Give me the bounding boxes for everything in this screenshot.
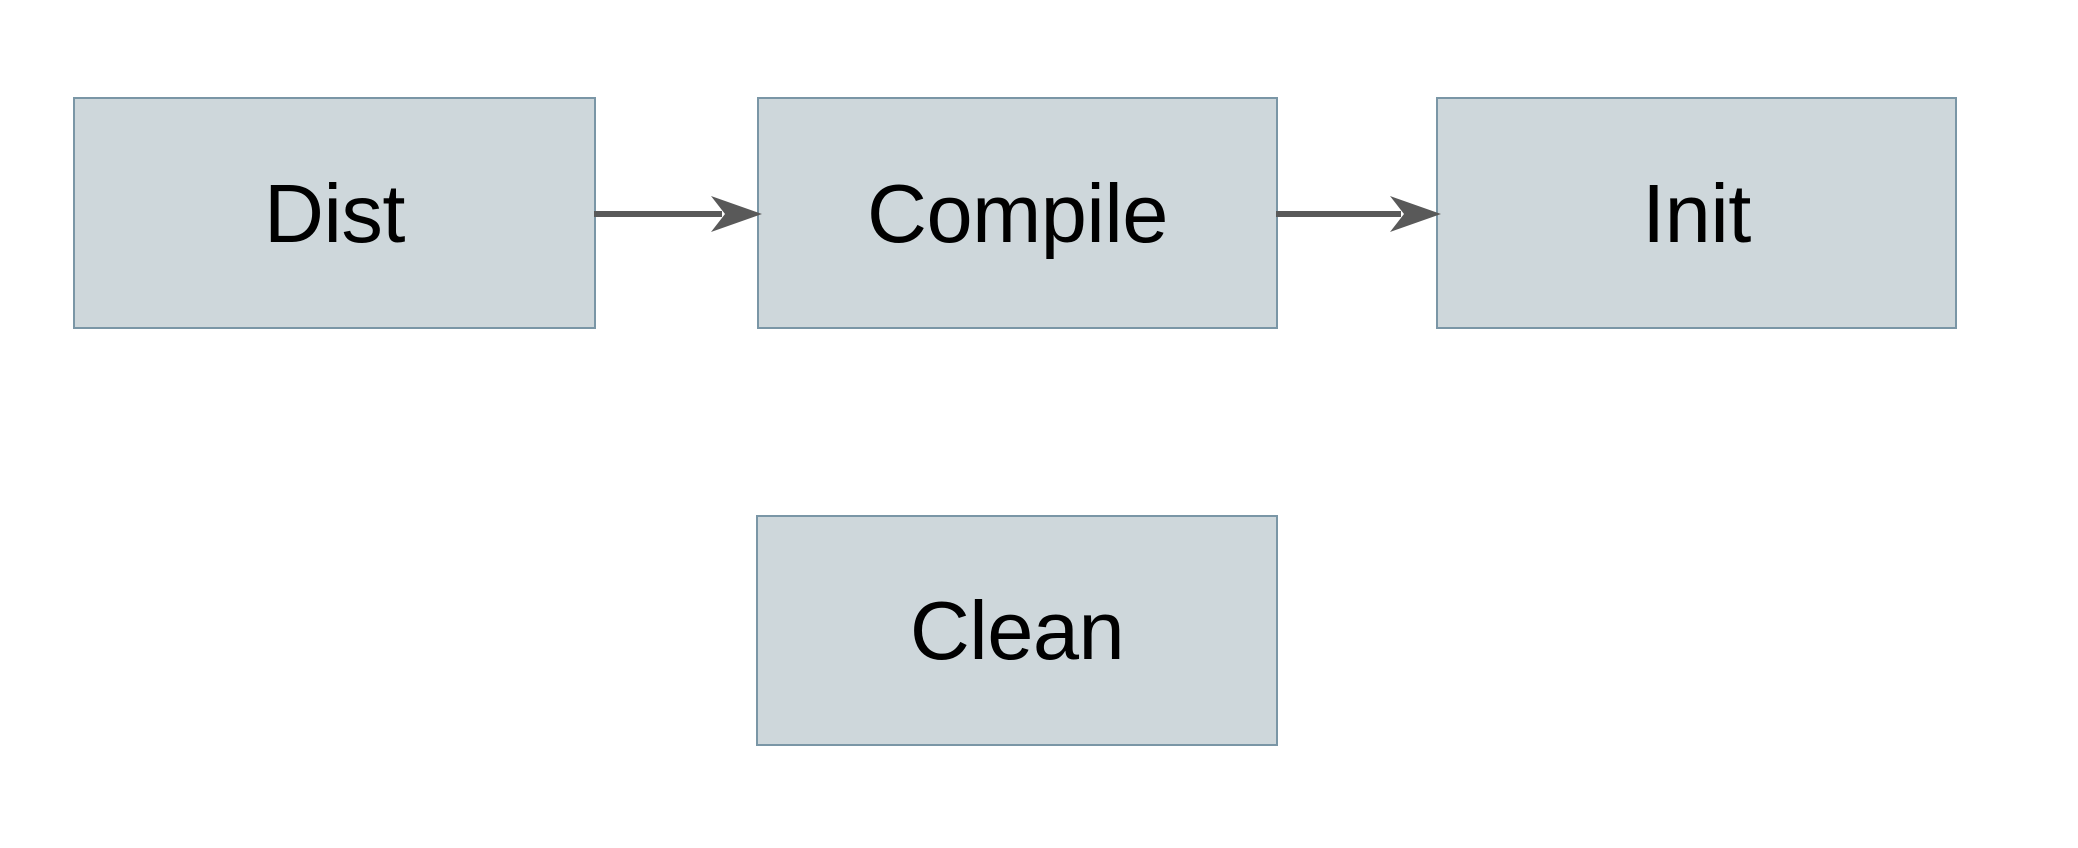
node-compile-label: Compile: [867, 166, 1168, 260]
arrow-shaft-icon: [1276, 211, 1401, 217]
node-init[interactable]: Init: [1436, 97, 1957, 329]
arrowhead-icon: [1390, 196, 1441, 232]
arrowhead-icon: [711, 196, 762, 232]
node-clean[interactable]: Clean: [756, 515, 1278, 746]
node-dist[interactable]: Dist: [73, 97, 596, 329]
edge-dist-to-compile[interactable]: [594, 193, 764, 235]
edge-compile-to-init[interactable]: [1276, 193, 1443, 235]
arrow-shaft-icon: [594, 211, 722, 217]
node-clean-label: Clean: [909, 584, 1125, 677]
node-dist-label: Dist: [264, 166, 405, 260]
node-init-label: Init: [1642, 166, 1751, 260]
node-compile[interactable]: Compile: [757, 97, 1278, 329]
